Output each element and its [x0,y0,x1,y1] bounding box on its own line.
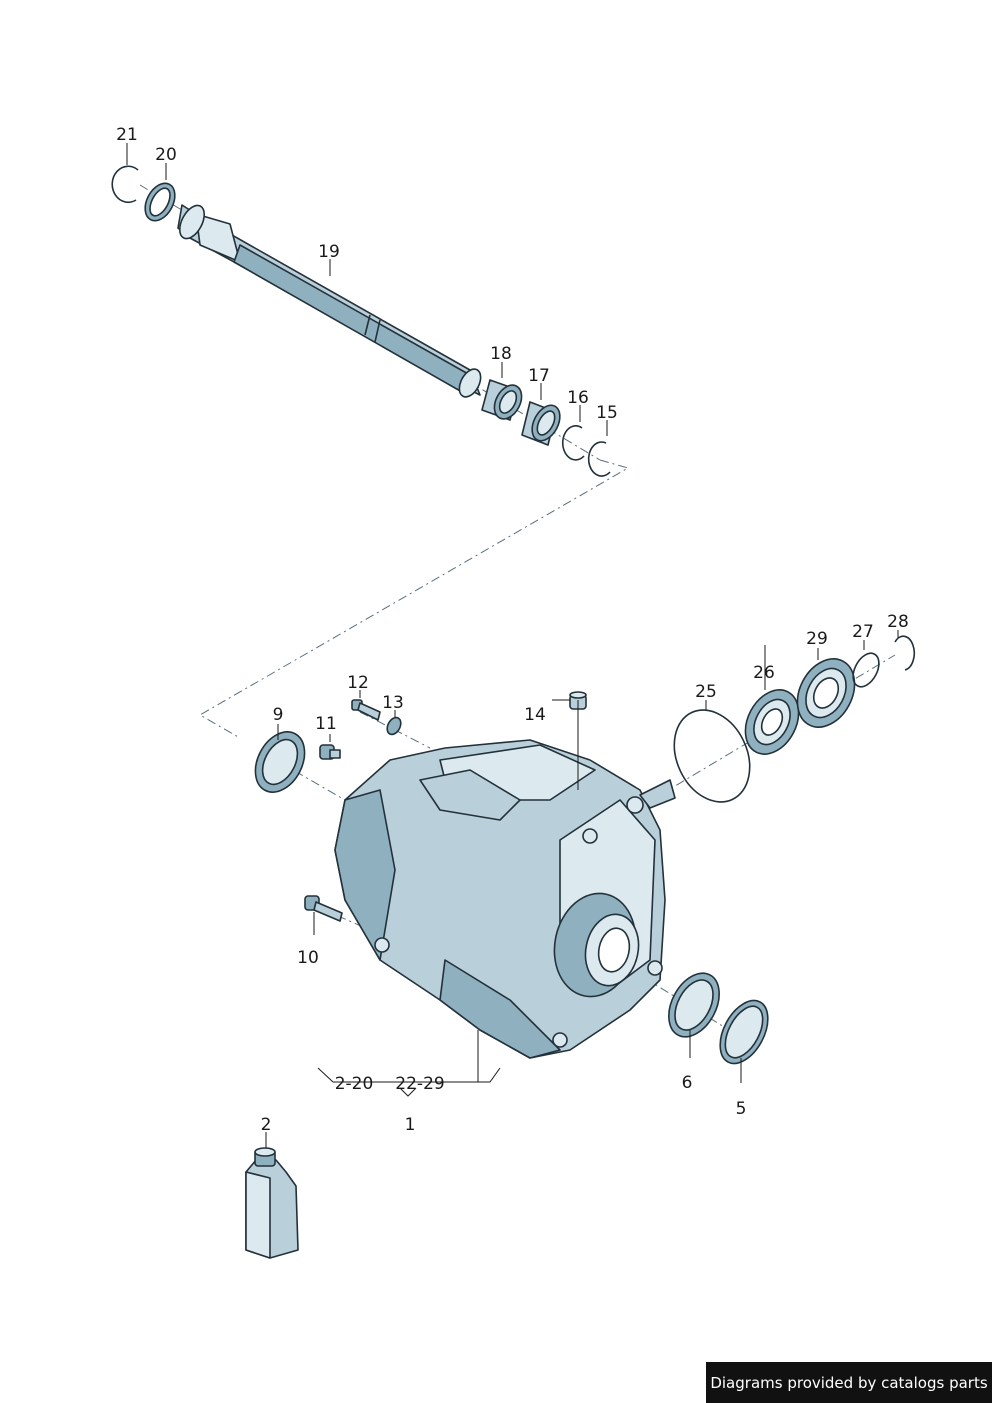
part-5-ring[interactable] [710,993,777,1072]
part-26-bearing[interactable] [735,681,809,764]
label-17: 17 [528,366,550,386]
label-26: 26 [753,663,775,683]
label-6: 6 [682,1073,693,1093]
label-12: 12 [347,673,369,693]
callout-labels: 21 20 19 18 17 16 15 9 11 12 13 14 10 1 … [116,125,909,1135]
part-11-plug[interactable] [319,744,341,760]
label-27: 27 [852,622,874,642]
leader-lines [126,143,899,1148]
part-25-o-ring[interactable] [660,698,764,815]
part-16-circlip[interactable] [561,425,585,461]
part-20-ring[interactable] [139,178,181,226]
label-15: 15 [596,403,618,423]
label-9: 9 [273,705,284,725]
label-19: 19 [318,242,340,262]
part-29-seal[interactable] [786,649,866,737]
part-15-circlip[interactable] [587,441,611,477]
label-16: 16 [567,388,589,408]
label-20: 20 [155,145,177,165]
label-28: 28 [887,612,909,632]
label-11: 11 [315,714,337,734]
label-5: 5 [736,1099,747,1119]
part-1-bracket: 2-20 22-29 [317,1067,501,1097]
part-17-bearing[interactable] [521,401,566,446]
part-19-shaft[interactable] [175,201,485,400]
label-10: 10 [297,948,319,968]
label-25: 25 [695,682,717,702]
bracket-range-a: 2-20 [335,1074,374,1094]
credit-banner: Diagrams provided by catalogs parts [706,1362,992,1403]
part-12-bolt[interactable] [351,699,381,721]
label-14: 14 [524,705,546,725]
part-1-housing[interactable] [334,739,676,1059]
part-18-bearing[interactable] [481,379,527,424]
part-10-bolt[interactable] [304,895,343,922]
label-18: 18 [490,344,512,364]
part-2-oil-bottle[interactable] [245,1147,299,1259]
bracket-range-b: 22-29 [395,1074,444,1094]
part-21-circlip[interactable] [111,165,139,204]
part-27-ring[interactable] [848,649,884,691]
label-29: 29 [806,629,828,649]
part-13-washer[interactable] [384,715,403,737]
part-9-seal-ring[interactable] [246,723,315,800]
label-21: 21 [116,125,138,145]
part-28-circlip[interactable] [894,635,916,671]
part-6-ring[interactable] [659,965,730,1046]
label-13: 13 [382,693,404,713]
label-1: 1 [405,1115,416,1135]
label-2: 2 [261,1115,272,1135]
